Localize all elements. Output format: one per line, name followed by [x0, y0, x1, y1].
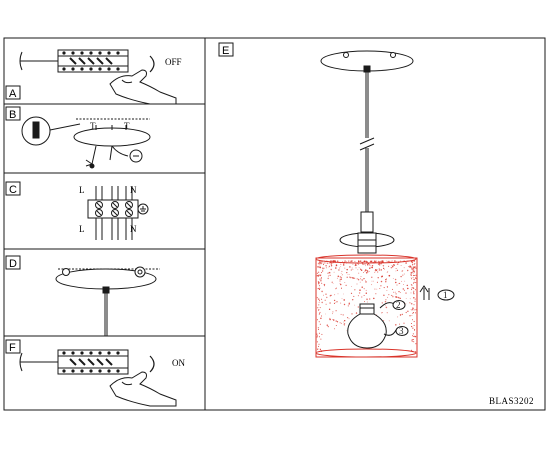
- panel-label-box-d: [5, 255, 21, 270]
- step-2-indicator: 2: [379, 300, 406, 310]
- switch-arrow-icon-f: [149, 355, 155, 373]
- wall-plug-icon: [21, 116, 81, 146]
- marker-n-bottom: N: [130, 224, 137, 234]
- step-3-label: 3: [399, 326, 404, 336]
- canopy-mounted-d: [55, 266, 160, 336]
- terminal-block-a: [19, 49, 129, 73]
- switch-arrow-icon-a: [149, 55, 155, 73]
- hand-icon-f: [109, 371, 177, 407]
- panel-e: E: [218, 42, 534, 406]
- marker-n-top: N: [130, 185, 137, 195]
- panel-label-box-f: [5, 339, 21, 354]
- marker-l-bottom: L: [79, 224, 85, 234]
- suspension-cable: [359, 72, 375, 212]
- switch-state-a: OFF: [165, 57, 182, 67]
- panel-b: B T T: [5, 106, 151, 169]
- panel-label-e: E: [222, 45, 229, 57]
- light-bulb-icon: [347, 303, 387, 349]
- panel-f: F ON: [5, 339, 185, 407]
- hand-icon-a: [109, 69, 177, 105]
- sheet-frame: [3, 37, 546, 411]
- panel-d: D: [5, 255, 160, 336]
- earth-ground-icon: [137, 203, 149, 215]
- terminal-block-f: [19, 349, 129, 375]
- svg-text:T: T: [90, 121, 96, 131]
- panel-label-c: C: [9, 184, 17, 196]
- switch-state-f: ON: [172, 358, 185, 368]
- panel-label-a: A: [9, 88, 17, 100]
- svg-text:T: T: [124, 121, 130, 131]
- panel-c: C L N L N: [5, 181, 149, 240]
- step-3-indicator: 3: [383, 326, 409, 336]
- panel-label-b: B: [9, 109, 16, 121]
- model-code: BLAS3202: [489, 396, 534, 406]
- step-2-label: 2: [396, 300, 401, 310]
- panel-label-box-a: [5, 85, 21, 100]
- panel-label-box-b: [5, 106, 21, 121]
- step-1-indicator: 1: [419, 285, 455, 301]
- panel-label-d: D: [9, 258, 17, 270]
- ceiling-canopy-b: T T: [73, 118, 151, 147]
- step-1-label: 1: [443, 290, 448, 300]
- ceiling-canopy-e: [320, 50, 414, 73]
- screws-and-wires-b: [85, 145, 143, 169]
- panel-label-f: F: [9, 342, 16, 354]
- panel-label-box-e: [218, 42, 234, 57]
- panel-a: A OFF: [5, 49, 182, 105]
- marker-l-top: L: [79, 185, 85, 195]
- glass-shade-bottom-rim: [315, 348, 417, 358]
- terminal-block-c: [87, 186, 139, 240]
- lamp-holder: [339, 211, 395, 254]
- panel-label-box-c: [5, 181, 21, 196]
- glass-shade-top-rim: [315, 254, 417, 264]
